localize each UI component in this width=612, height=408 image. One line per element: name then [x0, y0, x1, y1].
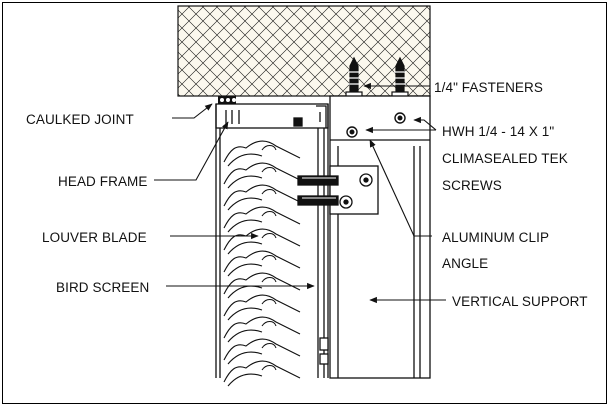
louver-blade	[223, 294, 301, 321]
leader-lines	[154, 82, 446, 304]
label-vertical-support: VERTICAL SUPPORT	[452, 294, 588, 309]
louver-blade	[223, 140, 301, 167]
louver-blade	[223, 316, 301, 343]
louver-blade	[223, 360, 301, 387]
louver-blade	[223, 206, 301, 233]
label-tek-screws-line2: CLIMASEALED TEK	[442, 151, 568, 166]
tek-screws	[346, 112, 406, 138]
louver-blade	[223, 272, 301, 299]
vertical-support	[329, 95, 431, 379]
label-tek-screws-line1: HWH 1/4 - 14 X 1"	[442, 124, 554, 139]
label-clip-angle-line2: ANGLE	[442, 256, 488, 271]
louver-blade	[223, 338, 301, 365]
label-tek-screws-line3: SCREWS	[442, 178, 502, 193]
label-head-frame: HEAD FRAME	[58, 174, 148, 189]
label-caulked-joint: CAULKED JOINT	[26, 112, 134, 127]
louver-blade	[223, 184, 301, 211]
label-louver-blade: LOUVER BLADE	[42, 230, 147, 245]
louver-blade	[223, 250, 301, 277]
louver-blades	[223, 140, 301, 387]
louver-frame	[215, 104, 329, 378]
label-bird-screen: BIRD SCREEN	[56, 280, 149, 295]
label-fasteners: 1/4" FASTENERS	[434, 80, 543, 95]
masonry-wall	[177, 5, 431, 97]
label-clip-angle-line1: ALUMINUM CLIP	[442, 230, 549, 245]
head-frame	[215, 103, 329, 129]
louver-blade	[223, 228, 301, 255]
aluminum-clip-angle	[297, 165, 379, 215]
louver-blade	[223, 162, 301, 189]
caulk-bead	[218, 96, 236, 104]
